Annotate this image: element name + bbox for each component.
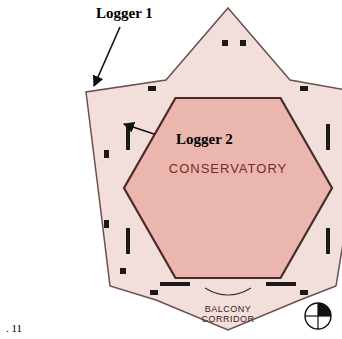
- room-name: CONSERVATORY: [169, 161, 287, 176]
- building-outline: [86, 8, 342, 330]
- room-outline: [123, 97, 333, 279]
- figure-number: . 11: [6, 322, 22, 334]
- area-name: BALCONY CORRIDOR: [196, 304, 260, 325]
- logger-label: Logger 1: [96, 5, 153, 22]
- balcony-arc: [205, 288, 251, 295]
- north-symbol: [305, 303, 331, 329]
- leader-arrow: [94, 27, 120, 86]
- room-hexagon: CONSERVATORY: [123, 97, 333, 279]
- logger-label: Logger 2: [176, 131, 233, 148]
